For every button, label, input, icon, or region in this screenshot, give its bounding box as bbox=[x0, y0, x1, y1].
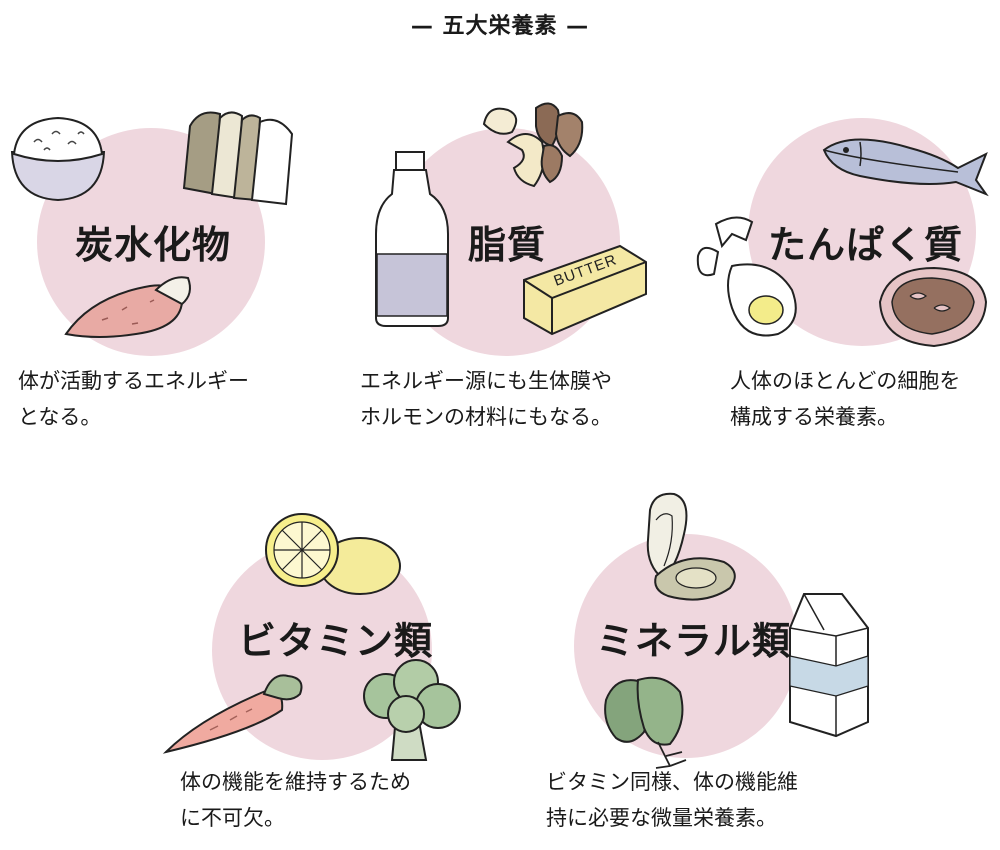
nutrient-description-line: となる。 bbox=[18, 405, 102, 429]
nuts-icon bbox=[478, 98, 588, 198]
carrot-icon bbox=[160, 668, 310, 758]
nutrient-description-line: 体が活動するエネルギー bbox=[18, 369, 249, 393]
spinach-icon bbox=[600, 672, 698, 770]
nutrient-description-line: に不可欠。 bbox=[180, 806, 285, 830]
sweet-potato-icon bbox=[62, 268, 194, 342]
butter-icon: BUTTER bbox=[520, 240, 650, 340]
fish-icon bbox=[820, 120, 990, 200]
lemon-icon bbox=[262, 508, 408, 600]
nutrient-name: ミネラル類 bbox=[596, 619, 792, 663]
rice-bowl-icon bbox=[8, 112, 108, 202]
nutrient-name: ビタミン類 bbox=[238, 619, 434, 663]
milk-carton-icon bbox=[778, 590, 874, 740]
broccoli-icon bbox=[356, 656, 466, 764]
nutrient-description-line: 人体のほとんどの細胞を bbox=[730, 369, 961, 393]
nutrient-name: たんぱく質 bbox=[768, 223, 964, 267]
oil-bottle-icon bbox=[372, 150, 452, 328]
egg-icon bbox=[692, 212, 810, 340]
oyster-icon bbox=[634, 490, 744, 608]
nutrient-name: 脂質 bbox=[468, 223, 547, 267]
nutrient-description-line: 体の機能を維持するため bbox=[180, 770, 411, 794]
meat-steak-icon bbox=[874, 262, 990, 350]
nutrient-description-line: 持に必要な微量栄養素。 bbox=[546, 806, 777, 830]
nutrient-description-line: ホルモンの材料にもなる。 bbox=[360, 405, 612, 429]
nutrient-description-line: 構成する栄養素。 bbox=[730, 405, 898, 429]
nutrient-description-line: エネルギー源にも生体膜や bbox=[360, 369, 612, 393]
nutrient-name: 炭水化物 bbox=[75, 223, 232, 267]
nutrient-description-line: ビタミン同様、体の機能維 bbox=[546, 770, 798, 794]
page-title: — 五大栄養素 — bbox=[410, 14, 590, 39]
bread-loaf-icon bbox=[180, 108, 305, 208]
